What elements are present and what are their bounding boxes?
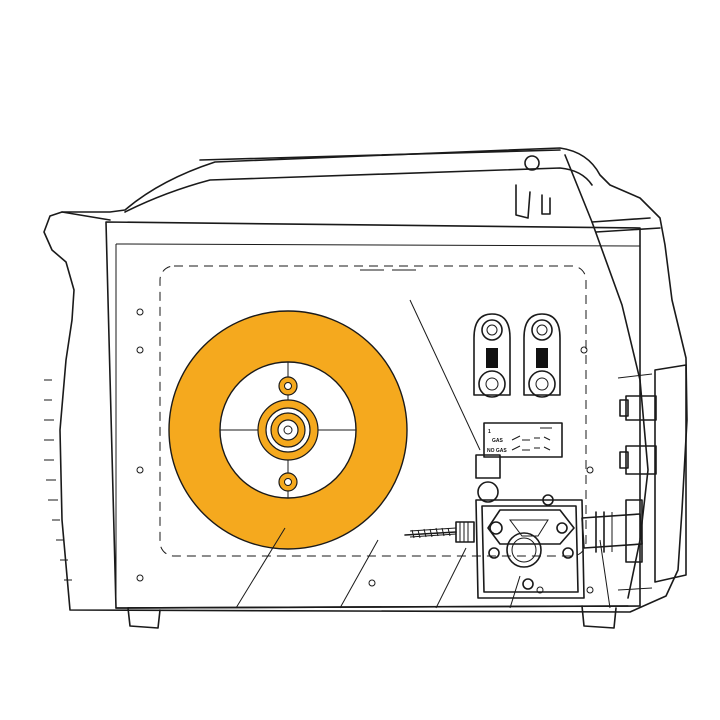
label-row-gas: GAS xyxy=(492,438,504,444)
polarity-label-plate: 1 GAS NO GAS xyxy=(483,422,563,458)
label-row-no-gas: NO GAS xyxy=(487,448,507,454)
leader-lines xyxy=(235,299,611,609)
wire-feeder xyxy=(404,454,643,599)
front-vents xyxy=(44,379,72,581)
housing xyxy=(43,147,688,629)
label-top-symbol: 1 xyxy=(488,429,491,435)
polarity-terminals xyxy=(473,313,561,398)
side-panel xyxy=(105,221,641,609)
wire-spool xyxy=(168,310,408,550)
rear-connectors xyxy=(619,395,657,475)
